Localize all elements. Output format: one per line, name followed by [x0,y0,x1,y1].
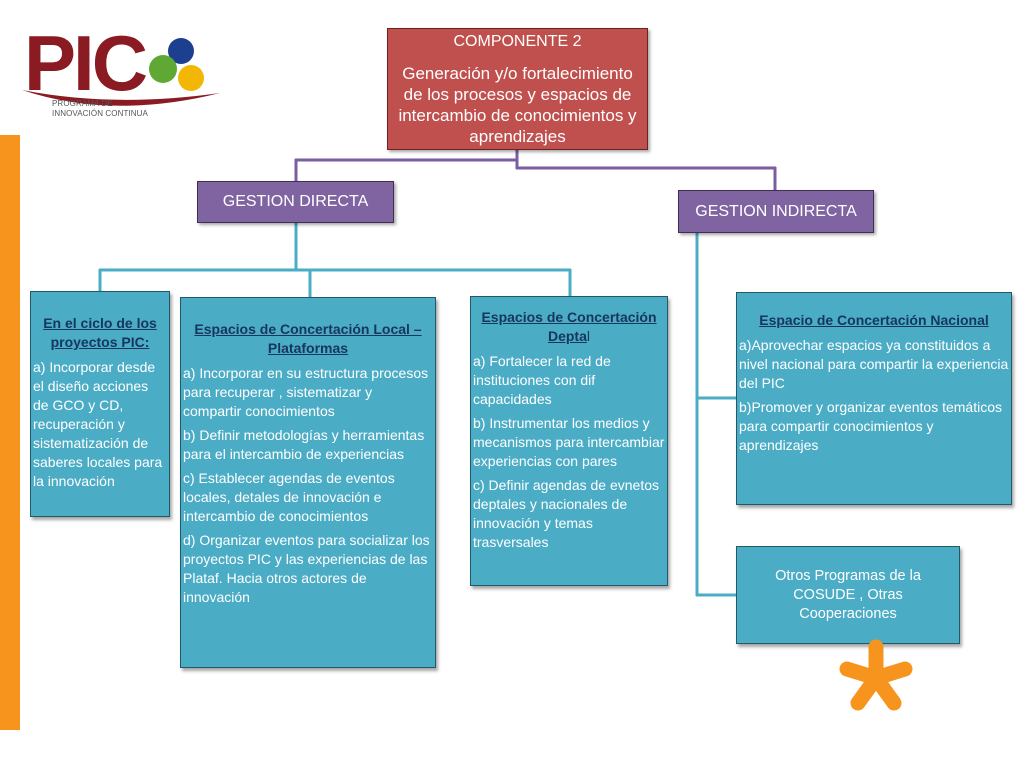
box-title-text: Espacios de Concertación Local – Platafo… [194,321,422,356]
list-item: a) Fortalecer la red de instituciones co… [473,353,611,407]
ciclo-proyectos-box: En el ciclo de los proyectos PIC: a) Inc… [30,291,170,517]
box-title-text: Espacio de Concertación Nacional [759,312,989,328]
box-title-text: Espacios de Concertación Depta [481,309,657,344]
logo-swoosh [22,90,220,106]
component-heading: COMPONENTE 2 [453,33,582,50]
concertacion-local-box: Espacios de Concertación Local – Platafo… [180,297,436,668]
list-item: d) Organizar eventos para socializar los… [183,532,430,605]
pic-logo: PIC PROGRAMA DE INNOVACIÓN CONTINUA [0,0,232,126]
otros-programas-text: Otros Programas de la COSUDE , Otras Coo… [775,567,921,622]
box-title: Espacios de Concertación Local – Platafo… [183,320,433,358]
concertacion-nacional-box: Espacio de Concertación Nacional a)Aprov… [736,292,1012,505]
list-item: b)Promover y organizar eventos temáticos… [739,399,1002,453]
otros-programas-box: Otros Programas de la COSUDE , Otras Coo… [736,546,960,644]
logo-green-circle [149,55,177,83]
component-box: COMPONENTE 2 Generación y/o fortalecimie… [387,28,648,150]
box-title-text: En el ciclo de los proyectos PIC: [43,315,157,350]
logo-blue-circle [168,38,194,64]
box-title: Espacio de Concertación Nacional [739,311,1009,330]
logo-graphic [22,38,220,106]
list-item: a) Incorporar en su estructura procesos … [183,365,429,419]
gestion-indirecta-label: GESTION INDIRECTA [695,202,857,220]
gestion-directa-box: GESTION DIRECTA [197,181,394,223]
box-title: En el ciclo de los proyectos PIC: [33,314,167,352]
list-item: c) Establecer agendas de eventos locales… [183,470,395,524]
component-description: Generación y/o fortalecimiento de los pr… [398,64,637,146]
concertacion-deptal-box: Espacios de Concertación Deptal a) Forta… [470,296,668,586]
box-title: Espacios de Concertación Deptal [473,308,665,346]
list-item: b) Definir metodologías y herramientas p… [183,427,425,462]
logo-subtitle-line1: PROGRAMA DE [52,99,113,108]
logo-subtitle-line2: INNOVACIÓN CONTINUA [52,109,148,118]
list-item: b) Instrumentar los medios y mecanismos … [473,415,665,469]
logo-yellow-circle [178,65,204,91]
gestion-directa-label: GESTION DIRECTA [222,193,369,210]
logo-wordmark: PIC [24,19,148,107]
list-item: c) Definir agendas de evnetos deptales y… [473,477,659,550]
list-item: a) Incorporar desde el diseño acciones d… [33,359,163,489]
gestion-indirecta-box: GESTION INDIRECTA [678,190,874,233]
accent-bar [0,135,20,730]
asterisk-arm [839,661,884,686]
box-title-tail: l [586,328,591,344]
list-item: a)Aprovechar espacios ya constituidos a … [739,337,1009,391]
